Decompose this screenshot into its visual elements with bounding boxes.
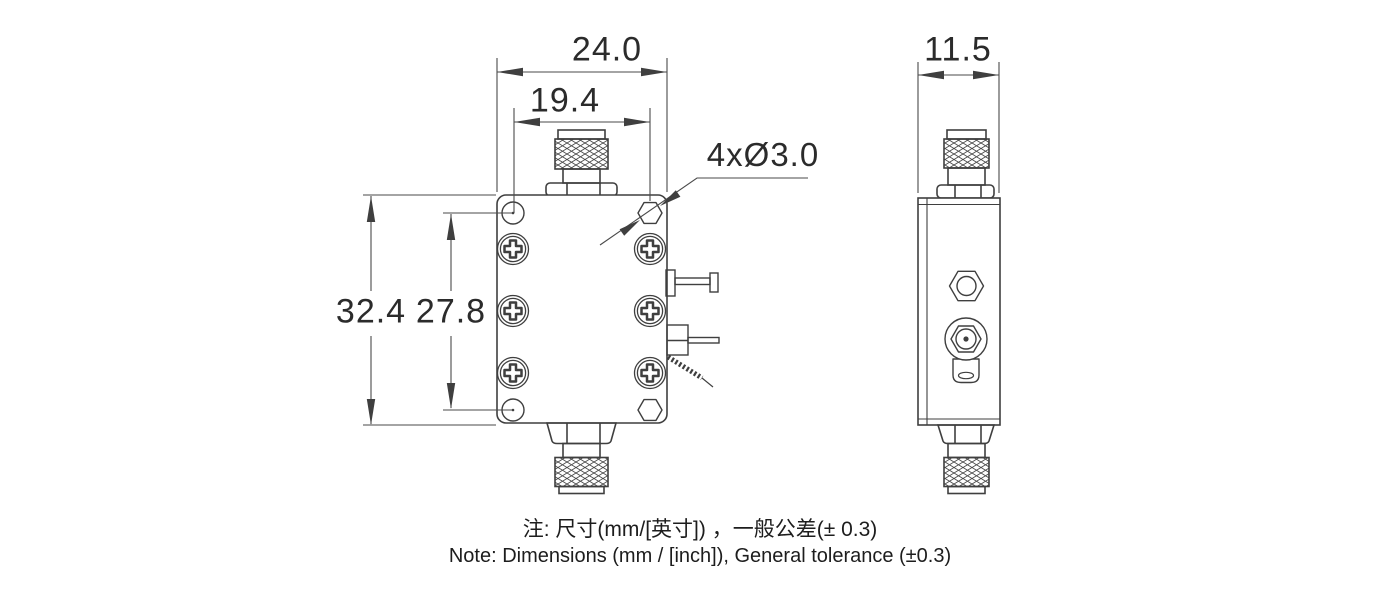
side-view <box>917 129 1001 495</box>
dim-label-height-inner: 27.8 <box>415 292 487 331</box>
phillips-screws <box>496 232 667 390</box>
phillips-screw <box>633 356 667 390</box>
phillips-screw <box>496 356 530 390</box>
holes-callout-label: 4xØ3.0 <box>706 136 820 173</box>
phillips-screw <box>633 294 667 328</box>
dim-label-width-inner: 19.4 <box>529 81 601 120</box>
dim-11-5 <box>917 62 1000 193</box>
sma-connector-top-front <box>545 129 618 197</box>
sma-connector-bottom-side <box>936 424 996 495</box>
phillips-screw <box>633 232 667 266</box>
dimension-annotations <box>363 58 1000 426</box>
corner-hole-bottom-right <box>637 398 663 422</box>
note-line-zh: 注: 尺寸(mm/[英寸]) ，一般公差(± 0.3) <box>522 518 878 541</box>
coiled-wire <box>666 354 714 388</box>
holes-leader-line <box>599 177 808 246</box>
dim-24-0 <box>496 58 668 192</box>
dc-connector-face <box>944 317 988 384</box>
dc-connector-block <box>666 324 720 356</box>
dim-label-width-outer: 24.0 <box>571 30 643 69</box>
front-view <box>496 129 720 495</box>
dim-label-height-outer: 32.4 <box>335 292 407 331</box>
note-line-en: Note: Dimensions (mm / [inch]), General … <box>448 545 952 567</box>
dim-27-8 <box>443 212 513 411</box>
dim-32-4 <box>363 194 496 426</box>
phillips-screw <box>496 294 530 328</box>
dim-19-4 <box>513 108 651 213</box>
corner-hole-top-right <box>637 201 663 225</box>
drawing-notes: 注: 尺寸(mm/[英寸]) ，一般公差(± 0.3) Note: Dimens… <box>0 516 1400 570</box>
hex-feedthrough-face <box>948 270 985 302</box>
sma-connector-bottom-front <box>545 422 618 495</box>
solder-lug <box>952 358 980 384</box>
sma-connector-top-side <box>936 129 995 199</box>
dim-label-depth: 11.5 <box>924 30 992 69</box>
dc-feedthrough-pin <box>665 269 719 297</box>
side-body <box>917 197 1001 426</box>
phillips-screw <box>496 232 530 266</box>
